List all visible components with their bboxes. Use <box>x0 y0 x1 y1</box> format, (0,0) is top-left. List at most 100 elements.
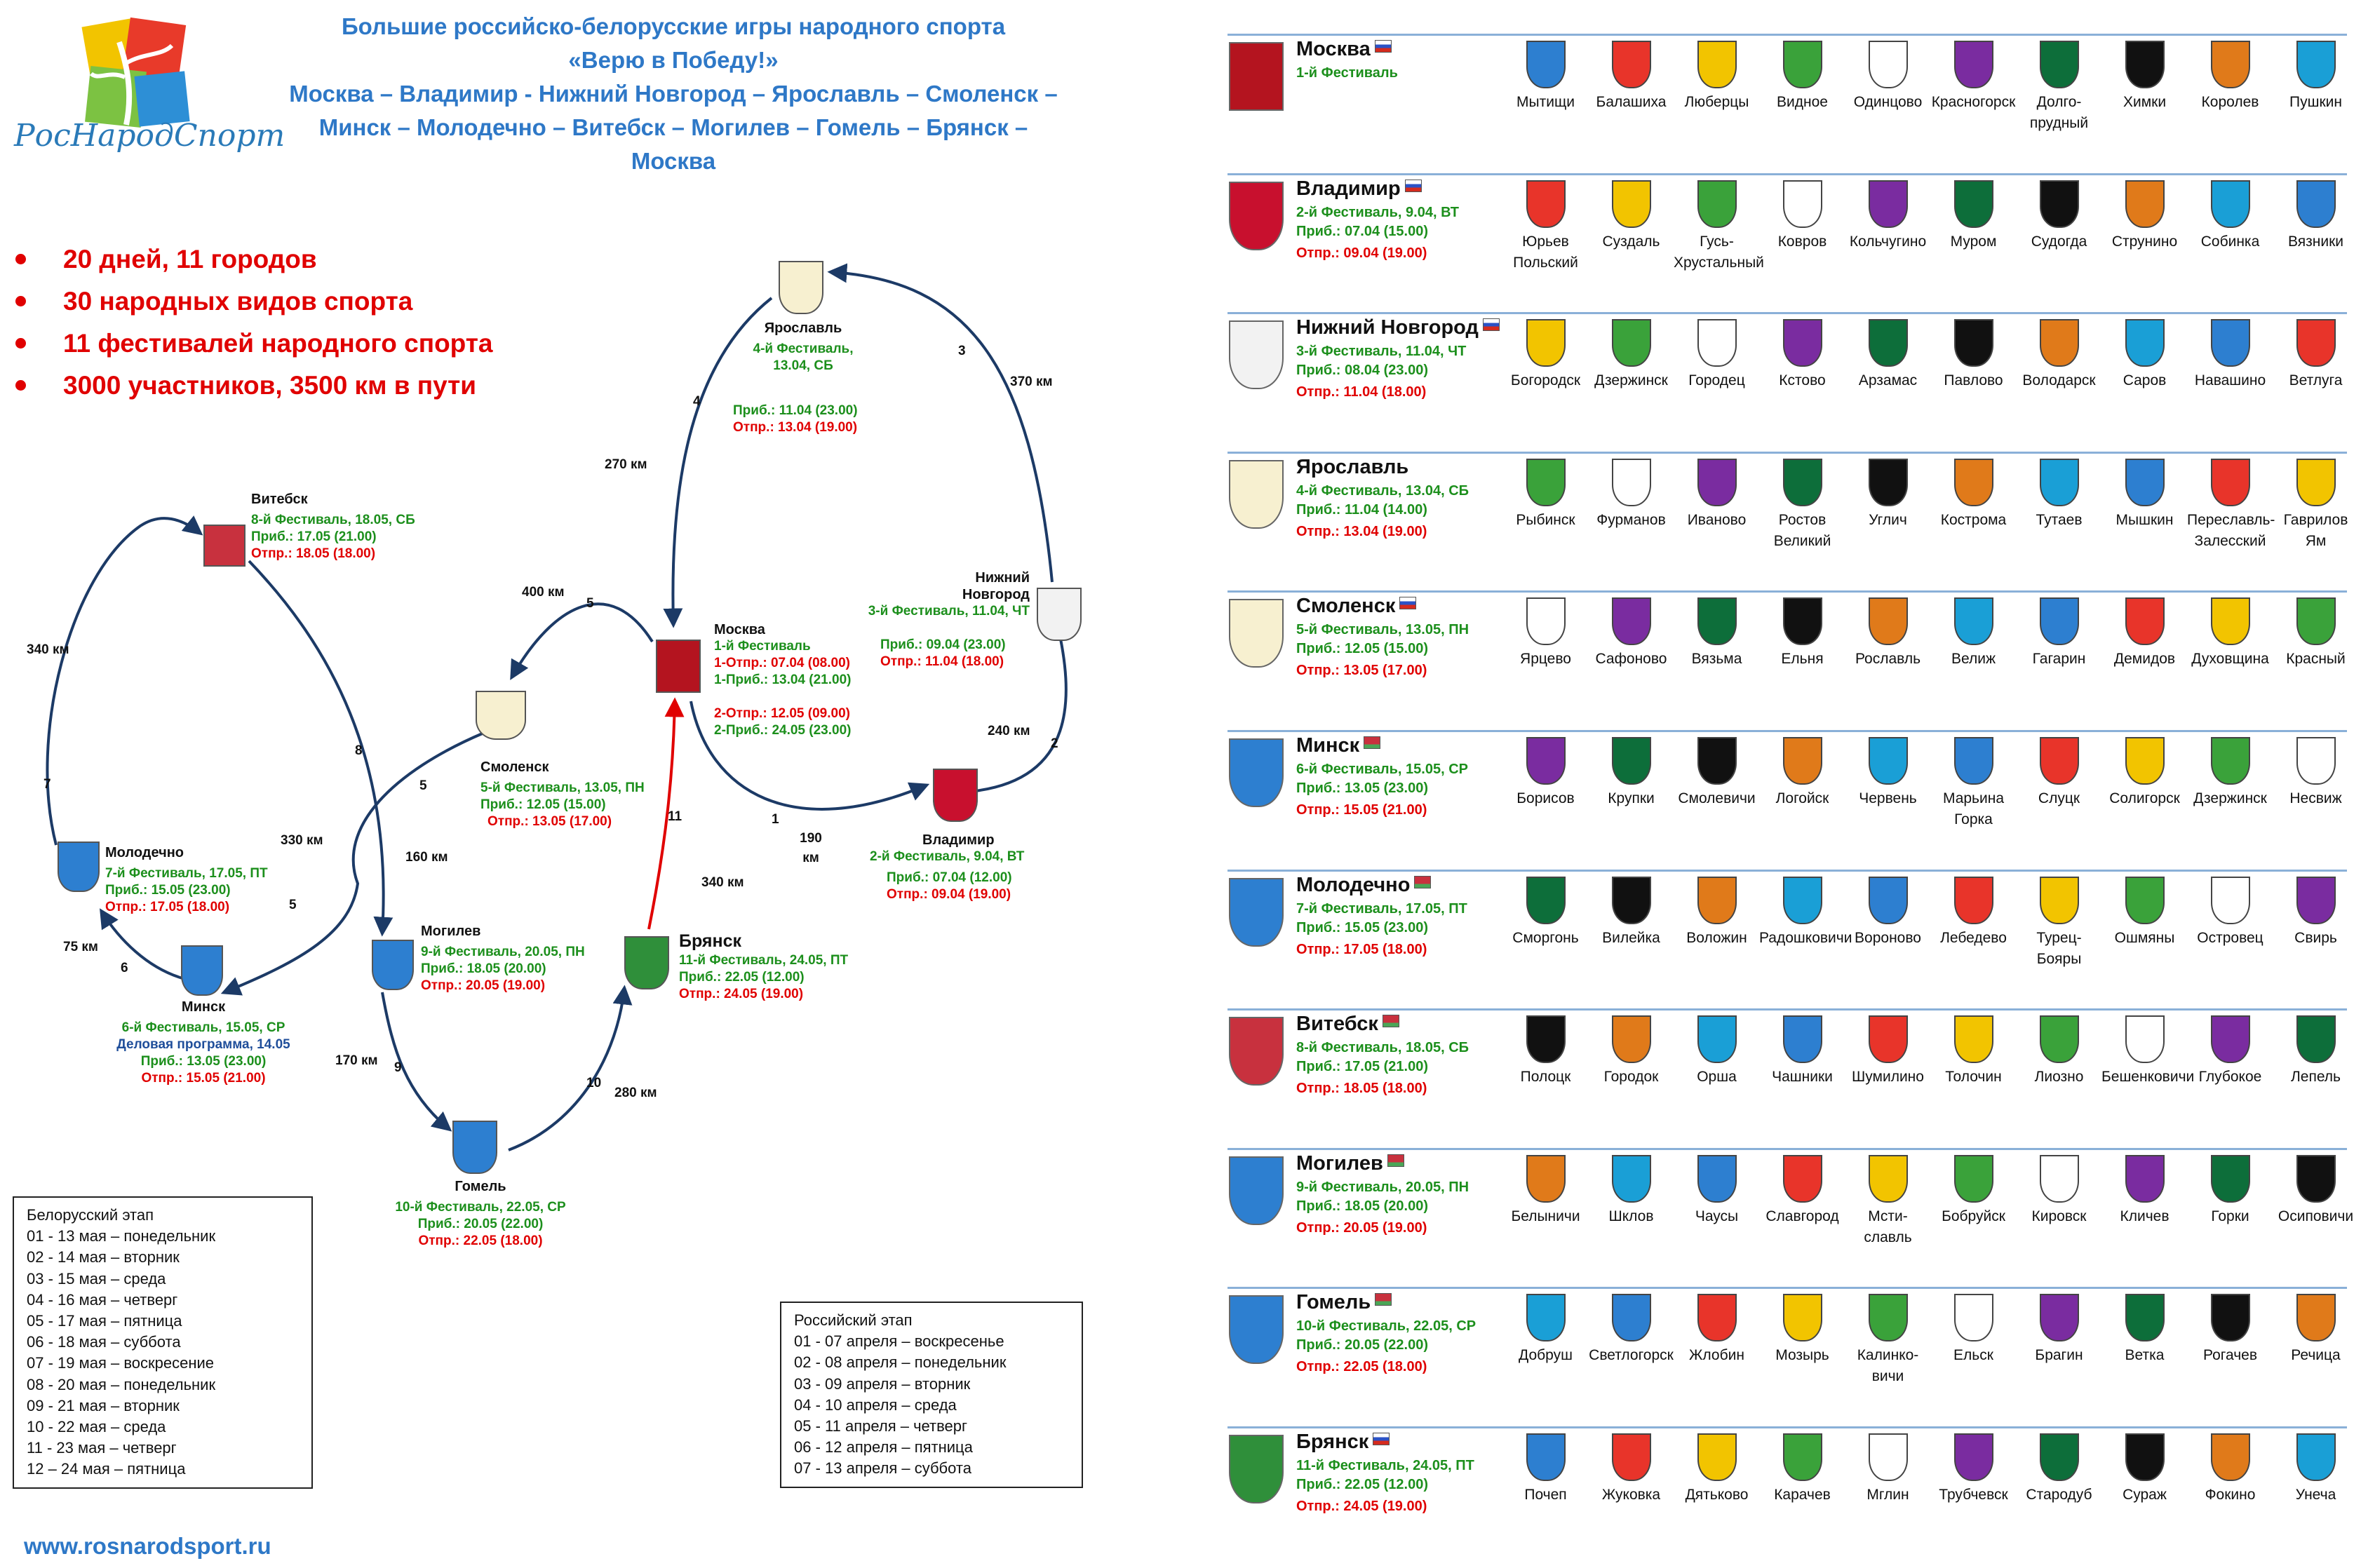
key-facts-list: 20 дней, 11 городов 30 народных видов сп… <box>13 238 493 407</box>
town-crest-icon <box>1868 876 1908 924</box>
region-crest-icon <box>1229 181 1284 250</box>
town-name: Фокино <box>2205 1487 2256 1503</box>
city-info-line: 13.04, СБ <box>773 358 833 373</box>
region-info-line: 6-й Фестиваль, 15.05, СР <box>1296 762 1468 777</box>
website-link[interactable]: www.rosnarodsport.ru <box>24 1533 271 1559</box>
town-crest-icon <box>1697 1154 1737 1203</box>
region-name: Молодечно <box>1296 874 1432 897</box>
town-name: Кольчугино <box>1849 233 1927 250</box>
town-name: Червень <box>1859 790 1917 806</box>
town-crest-icon <box>2296 737 2336 785</box>
town-name: Добруш <box>1519 1347 1573 1364</box>
town-item: Фокино <box>2187 1433 2273 1506</box>
town-item: Лебедево <box>1930 876 2017 949</box>
town-crest-icon <box>2210 737 2250 785</box>
segment-number: 9 <box>394 1060 402 1075</box>
town-item: Унеча <box>2273 1433 2359 1506</box>
city-info-line: 4-й Фестиваль, <box>753 342 854 356</box>
town-item: Глубокое <box>2187 1015 2273 1088</box>
region-info-line: Приб.: 17.05 (21.00) <box>1296 1059 1428 1075</box>
town-crest-icon <box>2210 1015 2250 1064</box>
town-crest-icon <box>1868 597 1908 646</box>
town-crest-icon <box>1697 458 1737 506</box>
town-name: Стародуб <box>2026 1487 2092 1503</box>
town-name: Жуковка <box>1601 1487 1661 1503</box>
region-info-line: Отпр.: 15.05 (21.00) <box>1296 802 1427 818</box>
town-item: Калинко-вичи <box>1845 1294 1931 1387</box>
legend-row: 03 - 15 мая – среда <box>27 1269 166 1287</box>
town-item: Люберцы <box>1674 41 1760 113</box>
city-name: Минск <box>181 999 226 1015</box>
town-crest-icon <box>1953 1154 1993 1203</box>
region-name: Брянск <box>1296 1431 1390 1454</box>
town-crest-icon <box>1611 1154 1651 1203</box>
town-name: Шклов <box>1608 1208 1654 1224</box>
region-name-text: Владимир <box>1296 177 1401 200</box>
town-item: Переславль-Залесский <box>2187 458 2275 552</box>
nizhny-novgorod-crest-icon <box>1037 588 1082 641</box>
region-info-line: 4-й Фестиваль, 13.04, СБ <box>1296 482 1469 499</box>
town-name: Дзержинск <box>2193 790 2267 806</box>
town-name: Свирь <box>2294 929 2337 946</box>
town-item: Сморгонь <box>1502 876 1589 949</box>
town-name: Судогда <box>2031 233 2087 250</box>
town-item: Мышкин <box>2101 458 2188 531</box>
town-item: Духовщина <box>2187 597 2273 670</box>
molodechno-crest-icon <box>58 842 100 892</box>
route-segment-3 <box>827 263 1054 583</box>
town-name: Углич <box>1869 511 1907 528</box>
town-name: Павлово <box>1944 372 2003 389</box>
town-name: Королев <box>2201 94 2259 110</box>
town-crest-icon <box>2125 597 2165 646</box>
town-item: Гусь-Хрустальный <box>1674 180 1764 273</box>
region-info-line: Отпр.: 17.05 (18.00) <box>1296 941 1427 957</box>
bryansk-crest-icon <box>624 936 669 989</box>
town-name: Володарск <box>2022 372 2096 389</box>
town-crest-icon <box>1953 1433 1993 1481</box>
town-name: Арзамас <box>1858 372 1918 389</box>
city-name: Брянск <box>679 931 742 951</box>
town-name: Речица <box>2291 1347 2341 1364</box>
region-crest-icon <box>1229 1435 1284 1503</box>
region-name: Владимир <box>1296 177 1422 201</box>
town-item: Одинцово <box>1845 41 1931 113</box>
region-info-line: Приб.: 22.05 (12.00) <box>1296 1477 1428 1492</box>
brand-name: РосНародСпорт <box>14 118 285 154</box>
town-crest-icon <box>1697 737 1737 785</box>
town-crest-icon <box>1953 1294 1993 1342</box>
town-crest-icon <box>1868 1294 1908 1342</box>
town-item: Марьина Горка <box>1930 737 2017 830</box>
vitebsk-crest-icon <box>203 525 245 567</box>
town-name: Осиповичи <box>2278 1208 2354 1224</box>
town-crest-icon <box>1868 180 1908 228</box>
city-name: Гомель <box>455 1179 506 1194</box>
town-item: Судогда <box>2016 180 2102 252</box>
town-item: Собинка <box>2187 180 2273 252</box>
town-name: Белыничи <box>1511 1208 1580 1224</box>
town-item: Иваново <box>1674 458 1760 531</box>
town-name: Ярцево <box>1520 651 1571 668</box>
town-crest-icon <box>2039 458 2079 506</box>
region-divider <box>1227 1287 2347 1290</box>
town-name: Химки <box>2123 94 2167 110</box>
route-segment-11 <box>647 697 685 930</box>
city-info-line: 2-Отпр.: 12.05 (09.00) <box>714 706 850 721</box>
route-segment-6 <box>100 908 183 980</box>
city-info-line: 3-й Фестиваль, 11.04, ЧТ <box>868 604 1030 619</box>
page-title: Большие российско-белорусские игры народ… <box>274 10 1073 178</box>
route-map <box>46 263 1070 1151</box>
russia-flag-icon <box>1374 40 1392 53</box>
town-crest-icon <box>2039 180 2079 228</box>
town-item: Муром <box>1930 180 2017 252</box>
city-molodechno: Молодечно 7-й Фестиваль, 17.05, ПТ Приб.… <box>105 844 268 916</box>
town-name: Горки <box>2211 1208 2249 1224</box>
route-segment-7 <box>46 515 203 846</box>
region-info-line: Приб.: 07.04 (15.00) <box>1296 223 1428 239</box>
city-info-line: 2-Приб.: 24.05 (23.00) <box>714 723 852 738</box>
town-crest-icon <box>1526 41 1566 88</box>
town-name: Мсти-славль <box>1864 1208 1912 1245</box>
town-crest-icon <box>1697 41 1737 88</box>
